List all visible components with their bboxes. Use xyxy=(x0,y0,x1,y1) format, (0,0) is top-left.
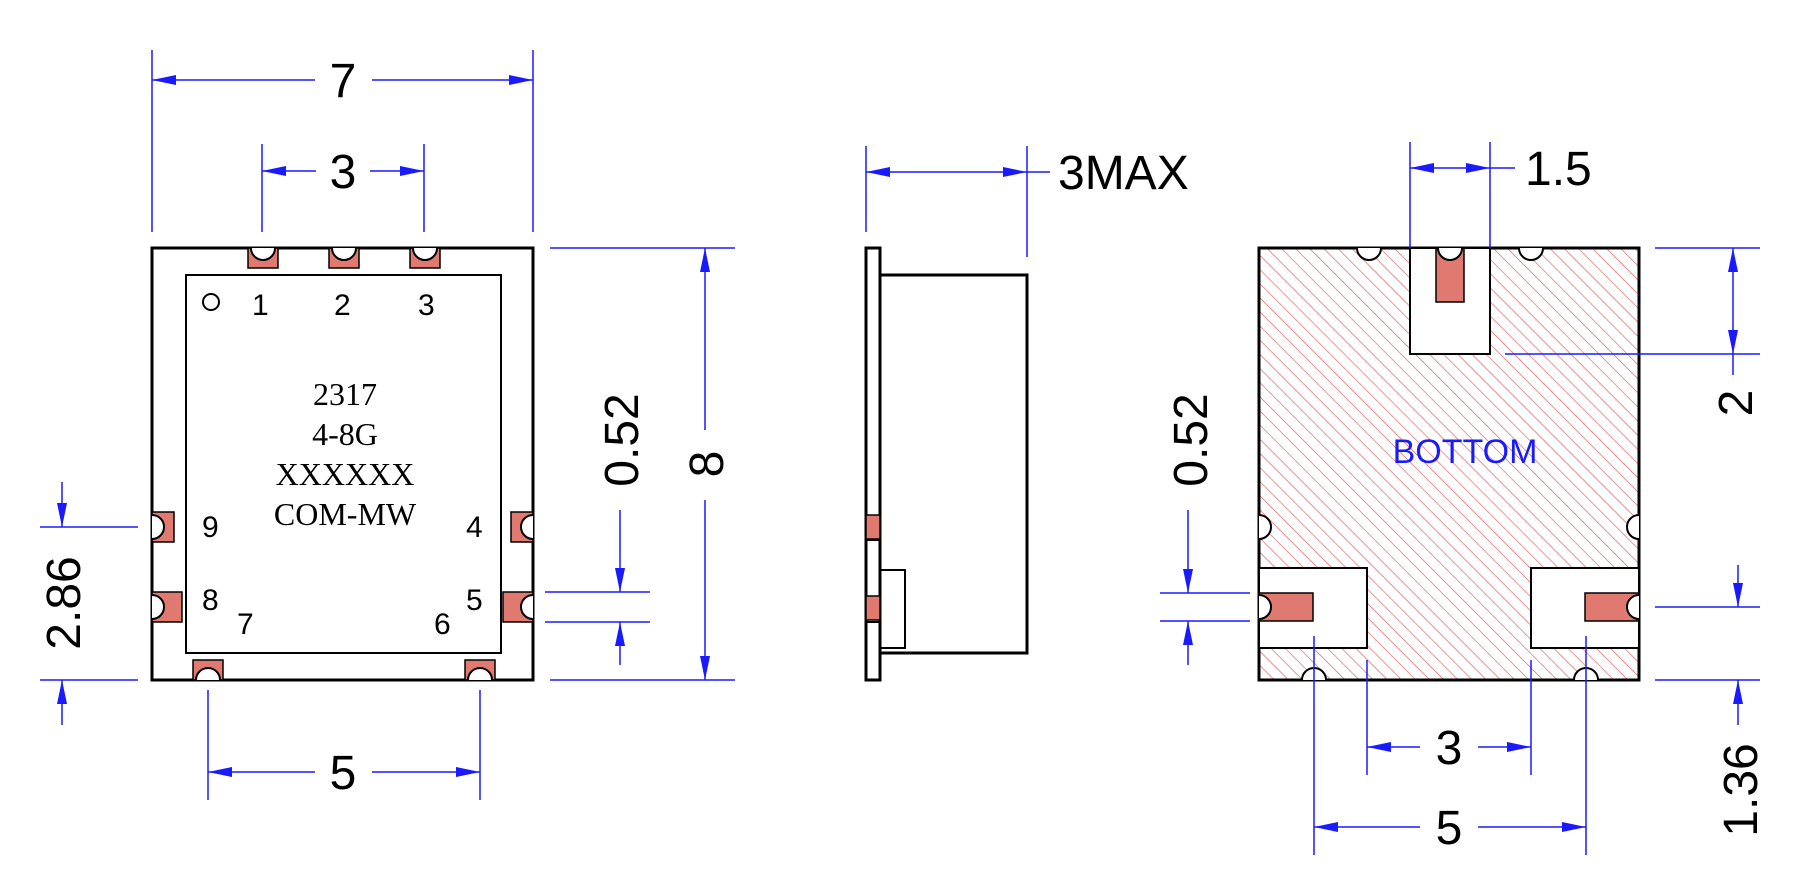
side-view-tab xyxy=(879,569,906,649)
dim-bottom-pin-pitch-label: 5 xyxy=(330,747,357,800)
dim-side-pin-offset-label: 2.86 xyxy=(38,556,91,649)
top-view-lid xyxy=(185,274,502,654)
dim-top-pin-pitch-label: 3 xyxy=(330,146,357,199)
pin-label-5: 5 xyxy=(466,584,483,617)
pin-label-9: 9 xyxy=(202,511,219,544)
marking-line-3: XXXXXX xyxy=(276,456,415,492)
dim-bottom-pin-pitch: 5 xyxy=(207,690,481,800)
dim-top-pin-pitch: 3 xyxy=(261,144,425,232)
dim-bottom-pin-pitch-5-label: 5 xyxy=(1436,802,1463,855)
dim-slot-depth: 2 xyxy=(1505,247,1763,417)
dim-pad-width: 0.52 xyxy=(545,393,650,665)
side-edge-pads xyxy=(151,511,534,623)
dim-bottom-pad-width: 0.52 xyxy=(1160,393,1250,665)
bottom-view-label: BOTTOM xyxy=(1393,433,1538,471)
dim-slot-depth-label: 2 xyxy=(1710,390,1763,417)
dim-inner-gap-label: 3 xyxy=(1436,722,1463,775)
dim-height: 8 xyxy=(550,247,735,681)
dim-side-pin-offset: 2.86 xyxy=(38,482,138,725)
marking-line-2: 4-8G xyxy=(312,416,378,452)
pin1-indicator xyxy=(202,293,220,311)
side-view-lid xyxy=(878,273,1029,655)
marking-line-1: 2317 xyxy=(313,376,377,412)
pin-label-4: 4 xyxy=(466,511,483,544)
pin-label-3: 3 xyxy=(418,289,435,322)
dim-thickness-label: 3MAX xyxy=(1058,147,1189,200)
side-view: 3MAX xyxy=(864,146,1189,682)
dim-slot-width-label: 1.5 xyxy=(1525,143,1592,196)
top-view: 1 2 3 4 5 6 7 8 9 2317 4-8G XXXXXX COM-M… xyxy=(38,50,735,800)
dim-pad-width-label: 0.52 xyxy=(596,393,649,486)
dim-width-label: 7 xyxy=(330,55,357,108)
bottom-edge-pads xyxy=(192,659,496,681)
dim-thickness: 3MAX xyxy=(865,146,1189,257)
pin-label-7: 7 xyxy=(237,608,254,641)
pin-label-2: 2 xyxy=(334,289,351,322)
dim-height-label: 8 xyxy=(681,451,734,478)
marking-line-4: COM-MW xyxy=(274,496,417,532)
bottom-view: BOTTOM 1.5 2 0.52 xyxy=(1160,142,1768,855)
dim-inner-gap: 3 xyxy=(1366,660,1532,775)
dim-pad-offset: 1.36 xyxy=(1655,565,1768,837)
dim-bottom-pin-pitch-5: 5 xyxy=(1313,636,1587,855)
top-edge-pads xyxy=(247,247,441,269)
dim-width: 7 xyxy=(151,50,534,232)
dim-slot-width: 1.5 xyxy=(1409,142,1592,248)
dim-pad-offset-label: 1.36 xyxy=(1715,743,1768,836)
pin-label-8: 8 xyxy=(202,584,219,617)
pin-label-6: 6 xyxy=(434,608,451,641)
dim-bottom-pad-width-label: 0.52 xyxy=(1165,393,1218,486)
pin-label-1: 1 xyxy=(252,289,269,322)
